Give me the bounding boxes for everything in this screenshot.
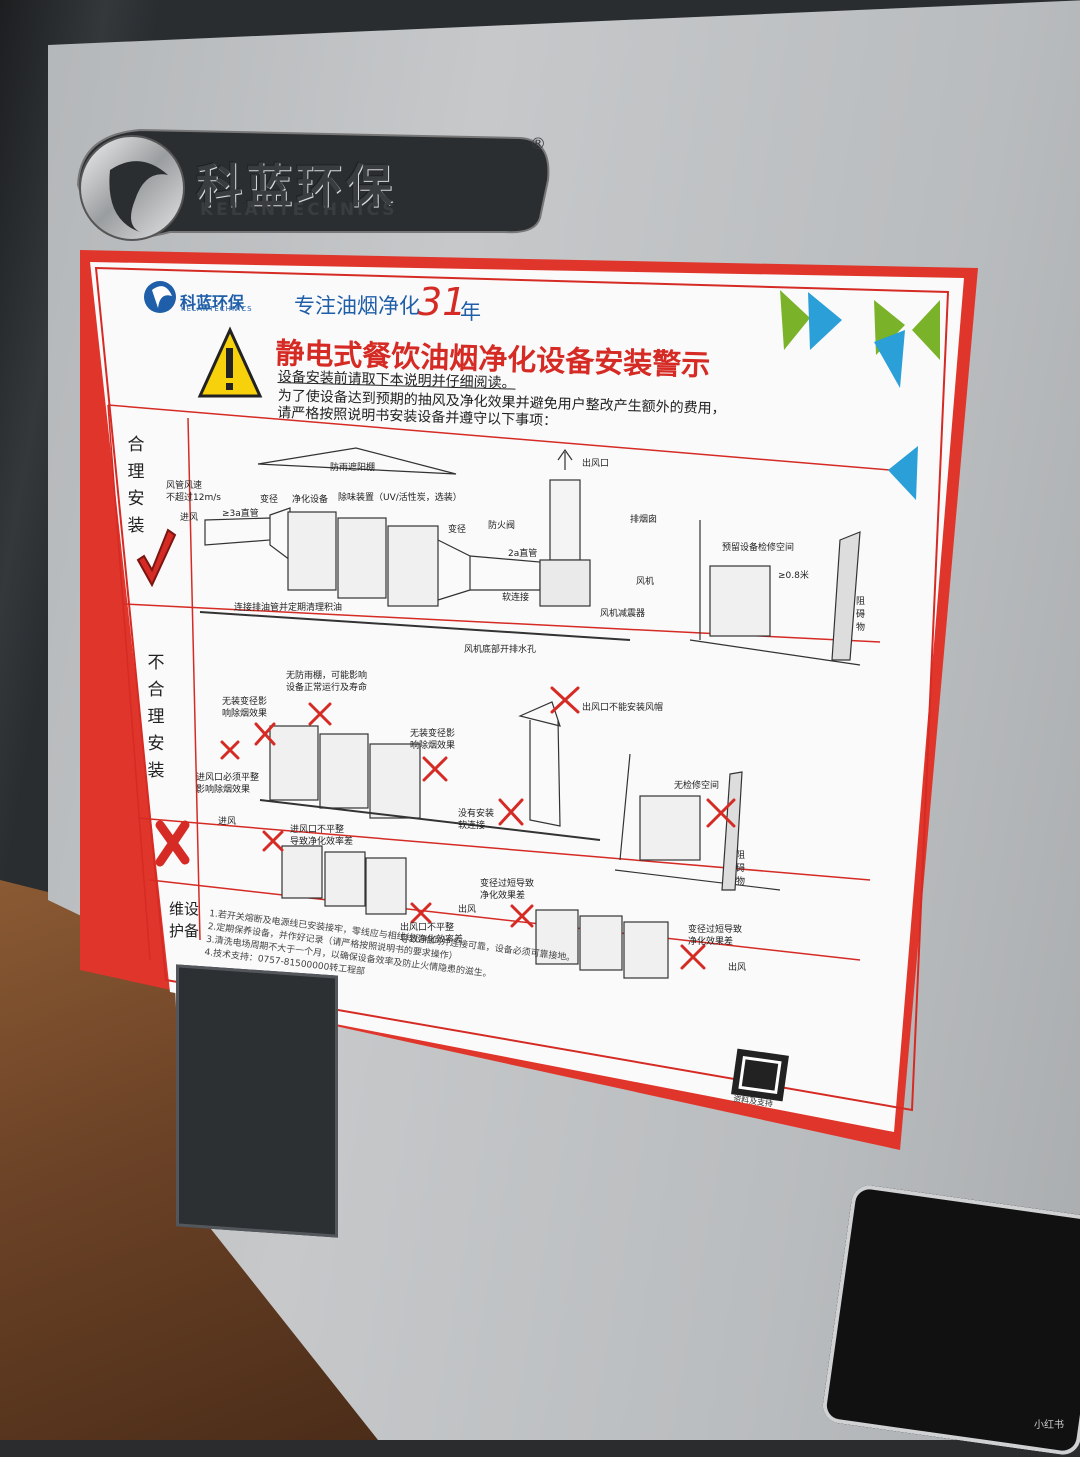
straight-pipe-text: 2a直管 [508,549,538,559]
registered-mark: ® [530,134,546,153]
section-maint-label: 维设 护备 [168,900,200,940]
no-shelter-text-2: 设备正常运行及寿命 [286,683,368,693]
soft-joint-text: 软连接 [502,593,530,603]
outlet-text: 出风口 [582,459,610,469]
no-reducer-text-2: 响除烟效果 [222,709,268,719]
inlet-uneven-text-2: 导致净化效率差 [290,837,354,847]
label-brand-cn: 科蓝环保 [180,293,245,312]
deodorizer-text: 除味装置（UV/活性炭，选装） [338,493,462,503]
label-brand-en: KELANTECHNICS [181,305,253,313]
no-reducer-right-text-2: 响除烟效果 [410,741,456,751]
label-year-unit: 年 [460,300,481,324]
wrong-install-diagram [259,701,781,979]
chimney-text: 排烟囱 [630,515,658,525]
left-note-text: 进风口必须平整 [196,773,260,783]
obstacle-text-2: 阻碍物 [736,851,746,887]
no-service-text: 无检修空间 [674,781,720,791]
short-reducer-b-text-2: 净化效果差 [688,937,734,947]
reducer-text: 变径 [260,495,279,505]
duct-speed-text: 风管风速 [166,481,203,491]
fan-damper-text: 风机减震器 [600,609,646,619]
rain-shelter-text: 防雨遮阳棚 [330,463,376,473]
short-reducer-text: 变径过短导致 [480,879,535,889]
duct-speed-text-2: 不超过12m/s [166,493,221,503]
no-soft-text: 没有安装 [458,809,495,819]
no-shelter-text: 无防雨棚，可能影响 [286,671,368,681]
deco-arrow-green-icon [780,290,810,350]
section-wrong-label: 不 合 理 安 装 [147,653,165,781]
wrong-cross-icon [155,820,190,867]
watermark: 小红书 [1034,1420,1064,1431]
distance-text: ≥0.8米 [778,571,809,581]
left-note-text-2: 影响除烟效果 [196,785,251,795]
outlet-uneven-text: 出风口不平整 [400,923,455,933]
plate-brand-en: KELANTECHNICS [200,200,398,220]
fire-damper-text: 防火阀 [488,521,516,531]
correct-check-icon [136,528,177,588]
no-reducer-text: 无装变径影 [222,697,268,707]
inlet-text-2: 进风 [218,817,237,827]
no-cap-text: 出风口不能安装风帽 [582,703,664,713]
outlet-text-3: 出风 [728,963,747,973]
error-marks [220,686,736,970]
drain-text: 风机底部开排水孔 [464,645,537,655]
short-reducer-text-2: 净化效果差 [480,891,526,901]
fan-text: 风机 [636,577,655,587]
obstacle-text: 阻碍物 [856,597,866,633]
inlet-uneven-text: 进风口不平整 [290,825,345,835]
section-correct-label: 合 理 安 装 [127,435,145,536]
inlet-text: 进风 [180,513,199,523]
label-years: 31 [418,280,467,324]
no-soft-text-2: 软连接 [458,821,486,831]
deco-arrow-blue-icon [808,292,842,350]
outlet-text-2: 出风 [458,905,477,915]
inlet-pipe-text: ≥3a直管 [222,509,259,519]
correct-install-diagram [199,447,861,666]
purifier-text: 净化设备 [292,495,329,505]
reducer-2-text: 变径 [448,525,467,535]
drain-pipe-text: 连接排油管并定期清理积油 [234,603,343,613]
short-reducer-b-text: 变径过短导致 [688,925,743,935]
outlet-uneven-text-2: 导致净化效率差 [400,935,464,945]
plate-brand-cn: 科蓝环保 [196,159,396,213]
label-slogan: 专注油烟净化 [294,294,420,318]
no-reducer-right-text: 无装变径影 [410,729,456,739]
equipment-nameplate [176,964,338,1238]
service-space-text: 预留设备检修空间 [722,543,795,553]
